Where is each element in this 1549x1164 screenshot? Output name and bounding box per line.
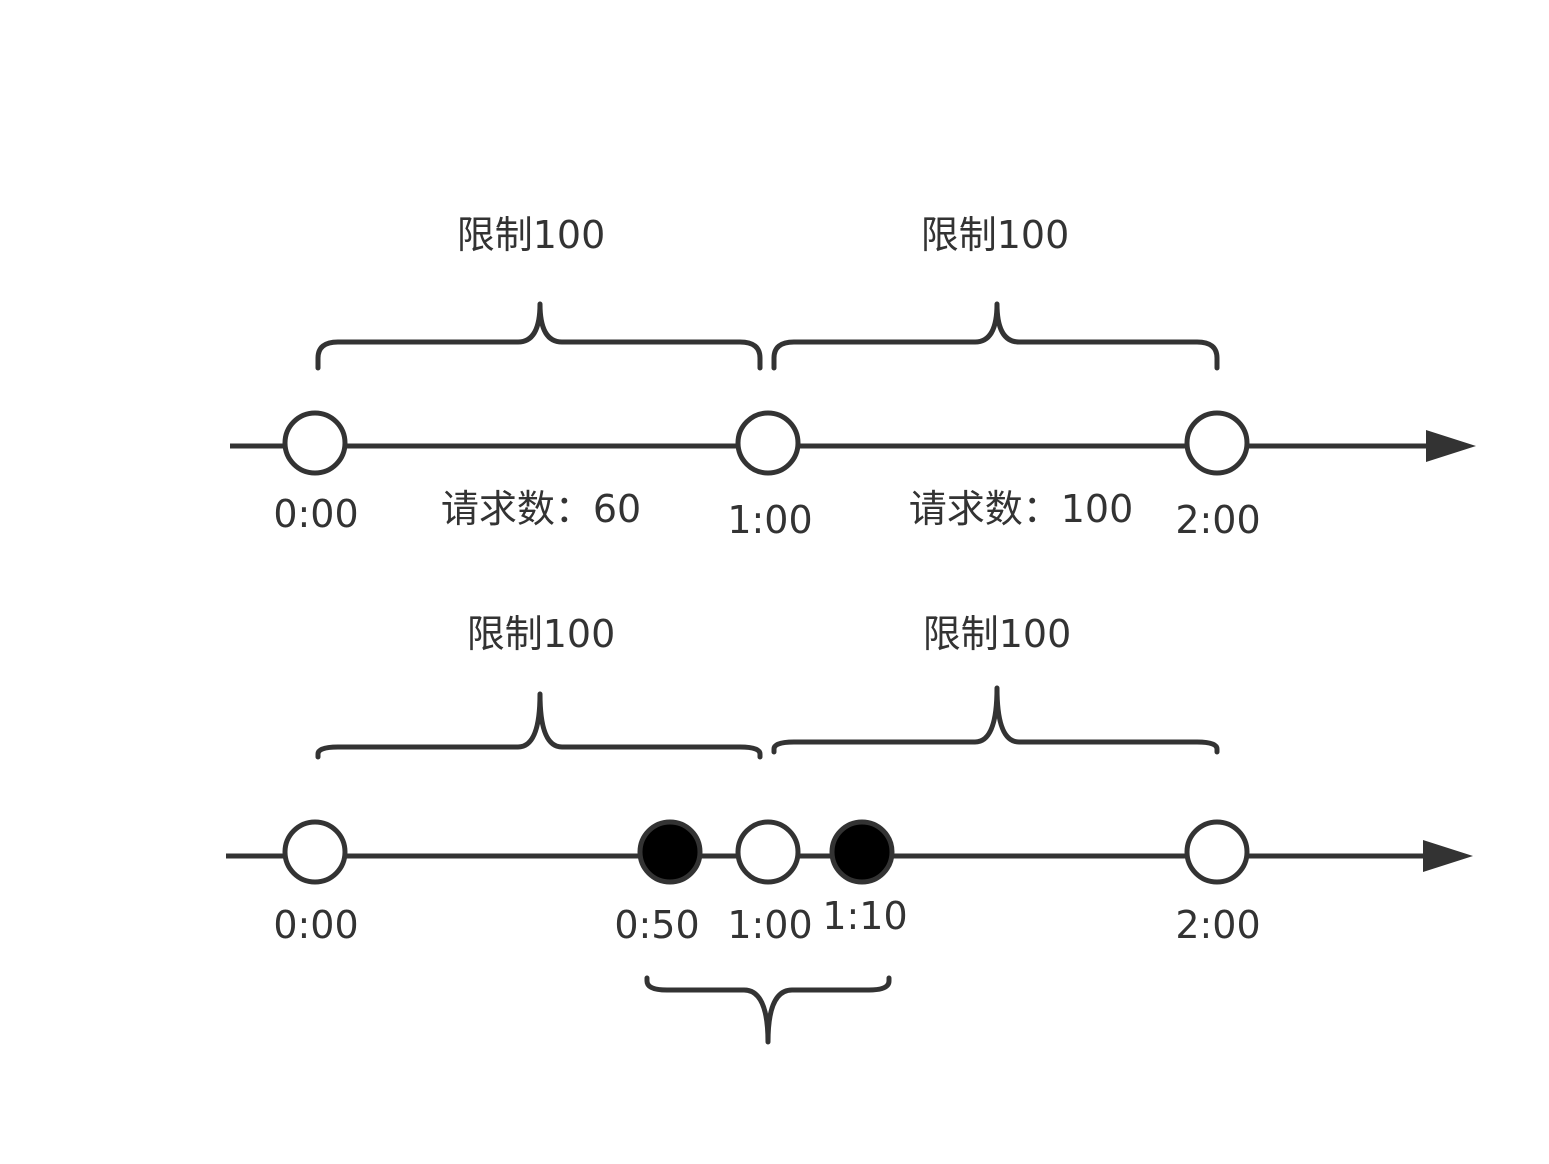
- top-timeline: 限制100 限制100 0:00 1:00 2:00 请求数：60 请求数：10…: [230, 213, 1476, 542]
- bottom-axis-arrowhead: [1423, 840, 1473, 872]
- top-window-brace: [771, 301, 1220, 371]
- bottom-window-brace: [315, 691, 763, 760]
- top-segment-note: 请求数：60: [441, 487, 641, 531]
- bottom-node-0050: [637, 819, 703, 885]
- bottom-window-brace: [771, 685, 1220, 755]
- bottom-node-0100: [735, 819, 801, 885]
- bottom-window-label: 限制100: [923, 612, 1072, 656]
- overlap-window-brace: [644, 975, 892, 1045]
- bottom-tick-label: 1:10: [822, 894, 907, 938]
- bottom-window-label: 限制100: [467, 612, 616, 656]
- bottom-node-0110: [829, 819, 895, 885]
- top-segment-note: 请求数：100: [909, 487, 1134, 531]
- top-node-0100: [735, 410, 801, 476]
- bottom-tick-label: 1:00: [727, 903, 812, 947]
- top-window-label: 限制100: [457, 213, 606, 257]
- top-tick-label: 0:00: [273, 492, 358, 536]
- top-axis-arrowhead: [1426, 430, 1476, 462]
- top-window-brace: [315, 301, 763, 371]
- top-tick-label: 2:00: [1175, 498, 1260, 542]
- top-node-0200: [1184, 410, 1250, 476]
- top-node-0000: [282, 410, 348, 476]
- top-tick-label: 1:00: [727, 498, 812, 542]
- bottom-tick-label: 2:00: [1175, 903, 1260, 947]
- bottom-timeline: 限制100 限制100 0:00 0:50 1:00 1:10 2:00: [226, 612, 1473, 1045]
- bottom-node-0200: [1184, 819, 1250, 885]
- bottom-node-0000: [282, 819, 348, 885]
- bottom-tick-label: 0:00: [273, 903, 358, 947]
- top-window-label: 限制100: [921, 213, 1070, 257]
- bottom-tick-label: 0:50: [614, 903, 699, 947]
